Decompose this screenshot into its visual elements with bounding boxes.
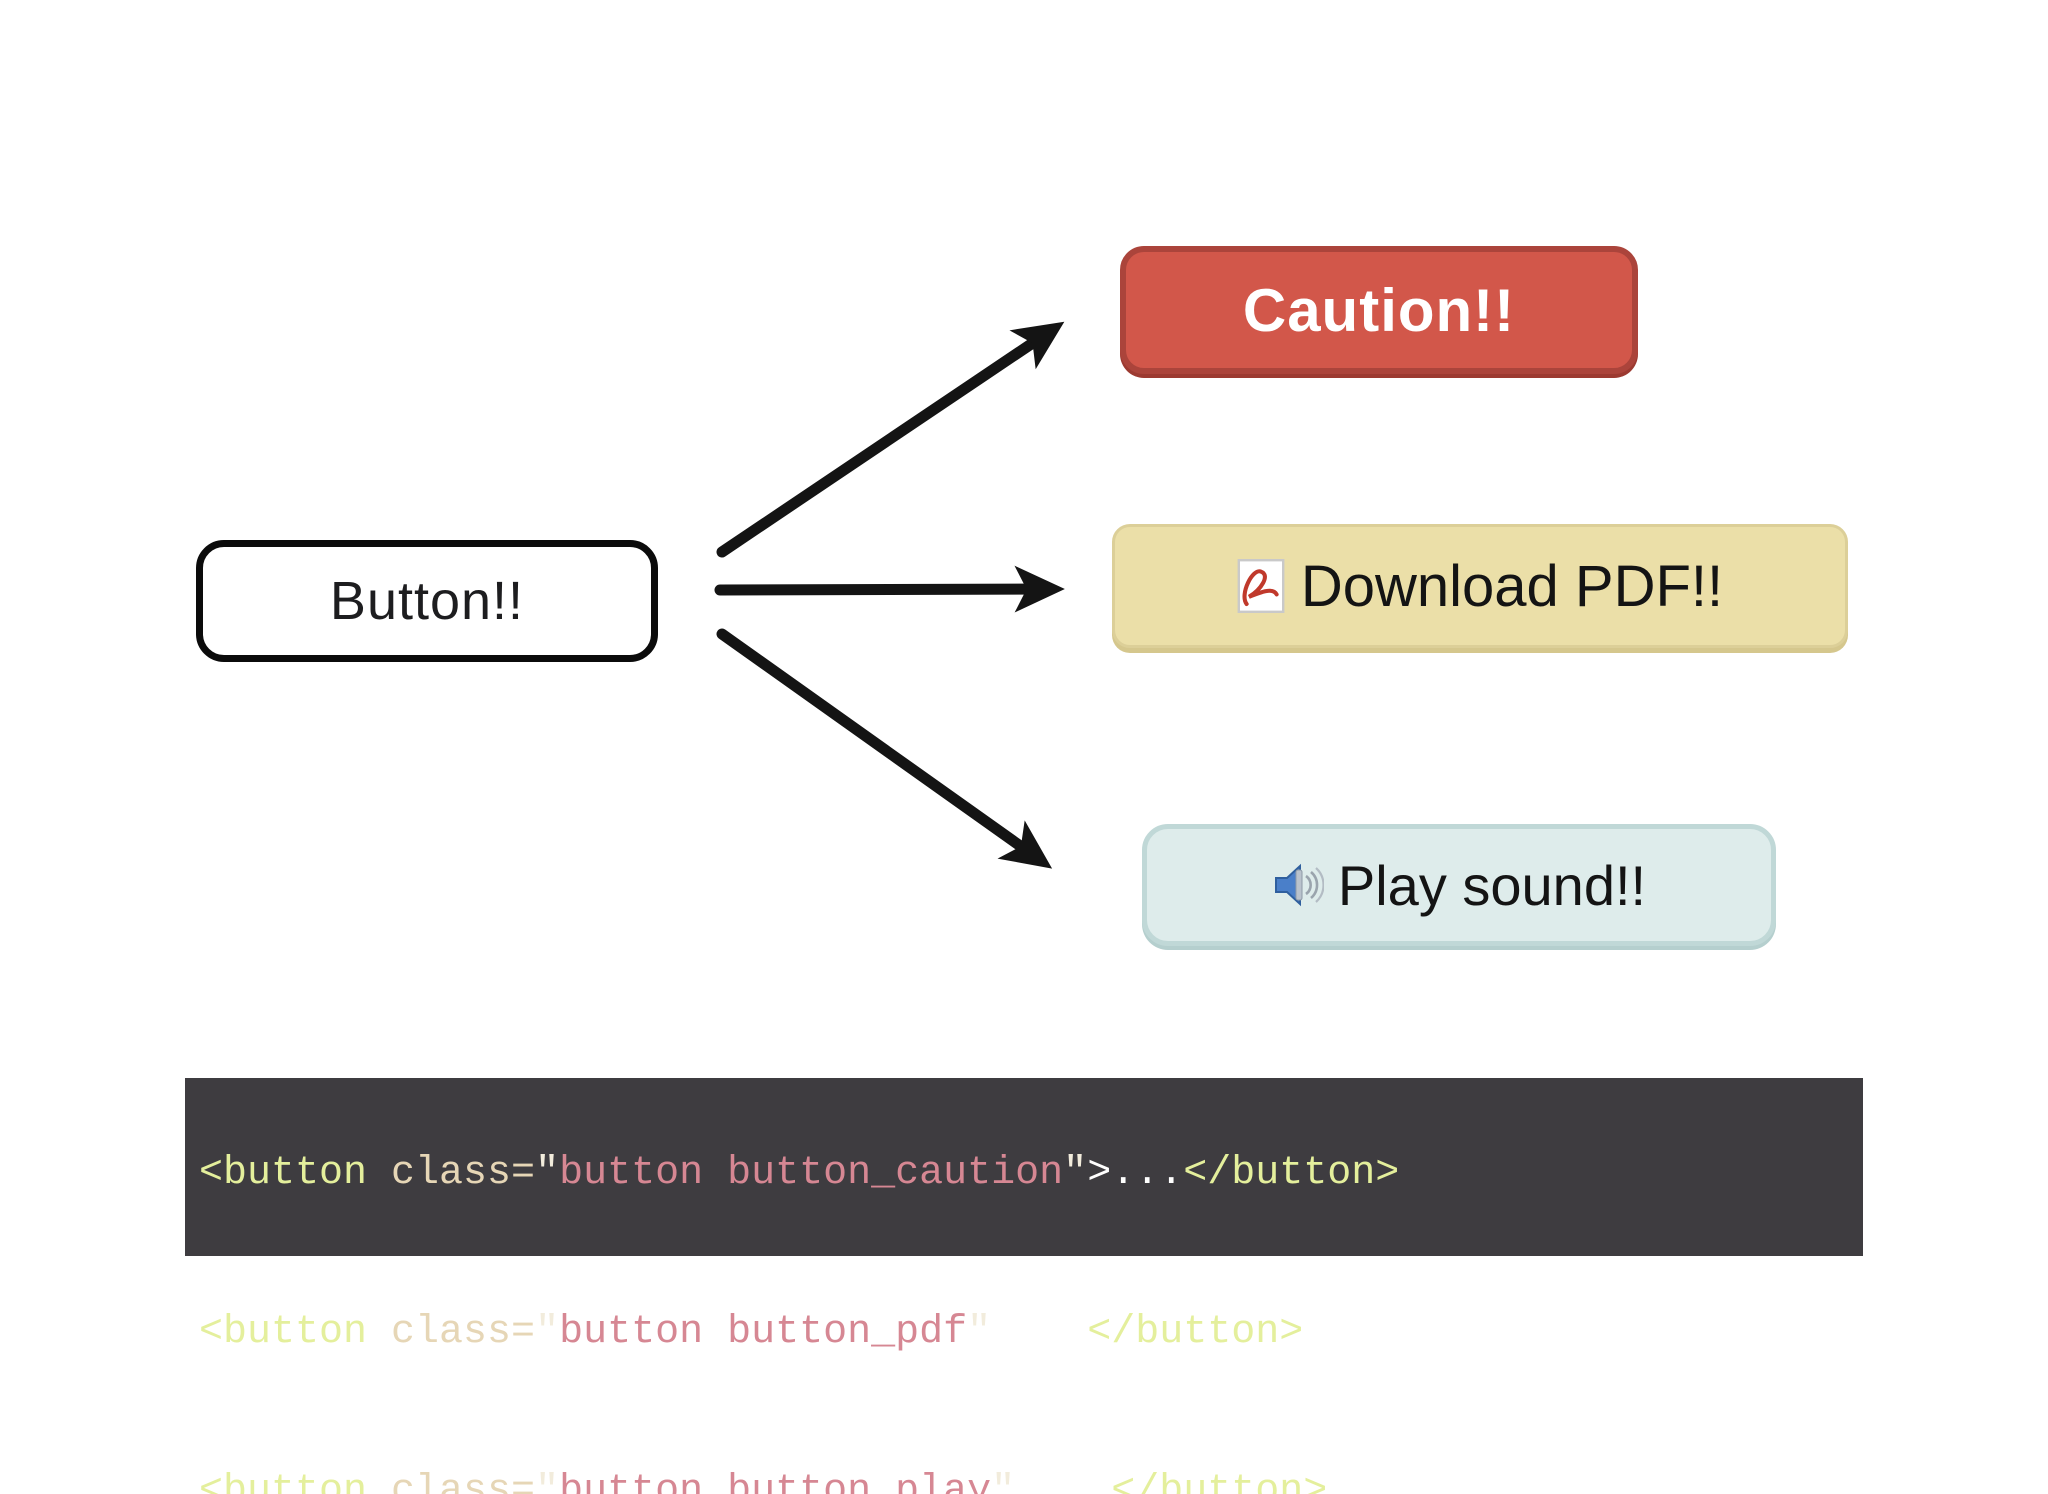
code-open-tag: <button [199,1469,368,1494]
caution-button[interactable]: Caution!! [1120,246,1638,374]
code-attr: class= [367,1310,536,1355]
code-quote: " [535,1469,560,1494]
code-line-caution: <button class="button button_caution">..… [199,1147,1863,1200]
code-quote: " [535,1310,560,1355]
pdf-button[interactable]: Download PDF!! [1112,524,1848,648]
code-line-pdf: <button class="button button_pdf">...</b… [199,1306,1863,1359]
code-close-tag: </button> [1087,1310,1304,1355]
code-close-tag: </button> [1183,1151,1400,1196]
code-close-tag: </button> [1111,1469,1328,1494]
source-button-node[interactable]: Button!! [196,540,658,662]
pdf-button-label: Download PDF!! [1300,553,1724,619]
code-quote: " [967,1310,992,1355]
code-class-value: button button_caution [559,1151,1064,1196]
code-attr: class= [367,1469,536,1494]
code-quote: " [535,1151,560,1196]
code-open-tag: <button [199,1151,368,1196]
arrow-to-pdf [714,565,1065,613]
code-class-value: button button_play [559,1469,992,1494]
play-button-label: Play sound!! [1337,853,1647,917]
code-line-play: <button class="button button_play">...</… [199,1465,1863,1494]
code-attr: class= [367,1151,536,1196]
pdf-file-icon [1237,558,1285,614]
speaker-icon [1272,861,1324,909]
code-block: <button class="button button_caution">..… [185,1078,1863,1494]
code-quote: " [1063,1151,1088,1196]
caution-button-label: Caution!! [1242,276,1516,344]
arrow-to-play [716,628,1053,869]
code-quote: " [991,1469,1016,1494]
code-content: >... [1087,1151,1184,1196]
play-button[interactable]: Play sound!! [1142,824,1776,946]
code-content: >... [991,1310,1088,1355]
arrow-to-caution [716,321,1065,558]
code-class-value: button button_pdf [559,1310,968,1355]
code-content: >... [1015,1469,1112,1494]
source-button-label: Button!! [329,571,525,631]
code-open-tag: <button [199,1310,368,1355]
